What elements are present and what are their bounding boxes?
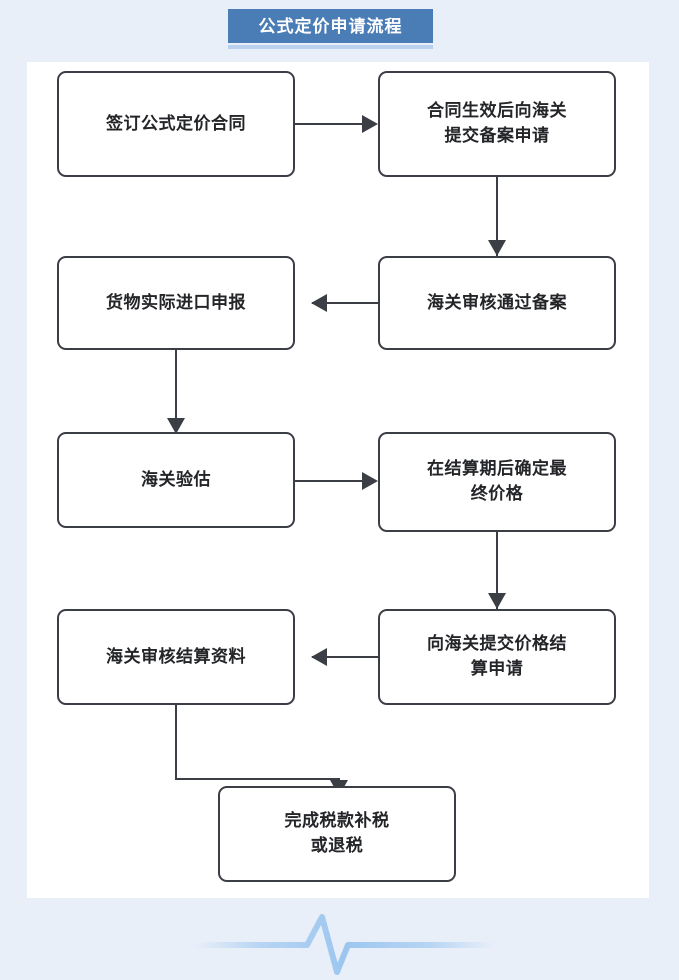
flow-node-label: 货物实际进口申报 xyxy=(106,292,246,312)
flow-node-final-price[interactable]: 在结算期后确定最终价格 xyxy=(378,432,616,532)
connector-review-to-complete-segment-right xyxy=(175,778,340,781)
arrowhead-right-icon xyxy=(362,472,378,490)
arrowhead-down-icon xyxy=(488,593,506,609)
connector-valuation-to-final-price xyxy=(295,480,364,483)
flow-node-label: 完成税款补税或退税 xyxy=(284,811,390,855)
flow-node-label: 合同生效后向海关提交备案申请 xyxy=(427,101,567,145)
pulse-decoration xyxy=(185,898,505,975)
flow-node-review-settlement-docs[interactable]: 海关审核结算资料 xyxy=(57,609,295,705)
pulse-line-icon xyxy=(192,914,498,975)
flow-node-sign-contract[interactable]: 签订公式定价合同 xyxy=(57,71,295,177)
arrowhead-left-icon xyxy=(311,294,327,312)
flow-node-customs-review-filing[interactable]: 海关审核通过备案 xyxy=(378,256,616,350)
flow-node-label: 向海关提交价格结算申请 xyxy=(427,634,567,678)
connector-settlement-app-to-review xyxy=(312,656,380,659)
flow-node-label: 海关审核通过备案 xyxy=(427,292,567,312)
connector-declaration-to-valuation xyxy=(175,350,178,445)
flow-node-label: 在结算期后确定最终价格 xyxy=(427,459,567,503)
connector-review-to-complete-segment-down xyxy=(175,705,178,780)
arrowhead-right-icon xyxy=(362,115,378,133)
connector-sign-contract-to-filing xyxy=(295,123,364,126)
page-title: 公式定价申请流程 xyxy=(258,16,403,36)
flow-node-customs-valuation[interactable]: 海关验估 xyxy=(57,432,295,528)
flow-node-submit-settlement-app[interactable]: 向海关提交价格结算申请 xyxy=(378,609,616,705)
connector-review-to-declaration xyxy=(312,302,380,305)
connector-filing-to-review xyxy=(496,177,499,293)
flow-node-label: 签订公式定价合同 xyxy=(106,113,246,133)
connector-final-price-to-settlement-app xyxy=(496,532,499,645)
flowchart-card: 签订公式定价合同 合同生效后向海关提交备案申请 货物实际进口申报 海关审核通过备… xyxy=(27,62,649,898)
arrowhead-down-icon xyxy=(488,240,506,256)
flow-node-submit-filing[interactable]: 合同生效后向海关提交备案申请 xyxy=(378,71,616,177)
flow-node-import-declaration[interactable]: 货物实际进口申报 xyxy=(57,256,295,350)
title-underline xyxy=(228,45,433,49)
arrowhead-left-icon xyxy=(311,648,327,666)
flow-node-label: 海关审核结算资料 xyxy=(106,646,246,666)
flow-node-complete-tax[interactable]: 完成税款补税或退税 xyxy=(218,786,456,882)
flow-node-label: 海关验估 xyxy=(141,469,211,489)
arrowhead-down-icon xyxy=(167,418,185,434)
page-title-banner: 公式定价申请流程 xyxy=(228,9,433,43)
